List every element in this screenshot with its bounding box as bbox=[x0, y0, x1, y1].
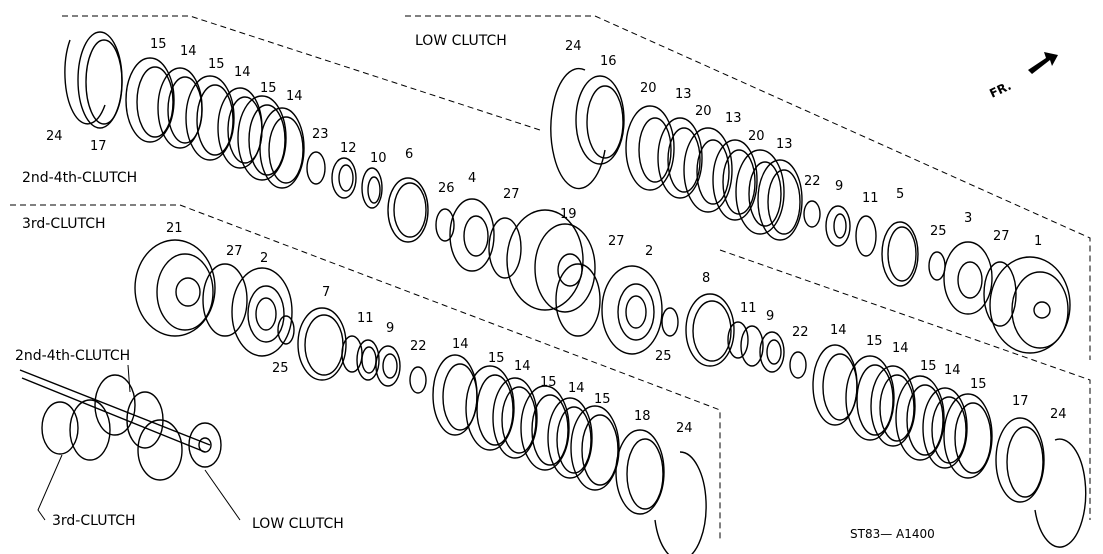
callout: 20 bbox=[748, 129, 765, 144]
callout: 14 bbox=[180, 44, 197, 59]
callout: 13 bbox=[725, 111, 742, 126]
callout: 20 bbox=[640, 81, 657, 96]
callout: 9 bbox=[835, 179, 843, 194]
callout: 14 bbox=[568, 381, 585, 396]
callout: 15 bbox=[866, 334, 883, 349]
shaft-assembly bbox=[19, 369, 222, 481]
assembly-low-label: LOW CLUTCH bbox=[252, 516, 344, 532]
callout: 6 bbox=[405, 147, 413, 162]
callout: 14 bbox=[234, 65, 251, 80]
callout: 11 bbox=[357, 311, 374, 326]
callout: 24 bbox=[565, 39, 582, 54]
callout: 20 bbox=[695, 104, 712, 119]
clutch-2nd-4th-parts bbox=[64, 31, 596, 313]
callout: 15 bbox=[920, 359, 937, 374]
direction-label: FR. bbox=[987, 79, 1013, 101]
callout: 9 bbox=[386, 321, 394, 336]
callout: 24 bbox=[1050, 407, 1067, 422]
callout: 27 bbox=[503, 187, 520, 202]
low-clutch-label: LOW CLUTCH bbox=[415, 33, 507, 49]
callout: 14 bbox=[830, 323, 847, 338]
callout: 24 bbox=[46, 129, 63, 144]
callout: 14 bbox=[452, 337, 469, 352]
callout: 17 bbox=[1012, 394, 1029, 409]
callout: 9 bbox=[766, 309, 774, 324]
callout: 8 bbox=[702, 271, 710, 286]
callout: 14 bbox=[514, 359, 531, 374]
low-clutch-parts bbox=[550, 67, 1071, 354]
reference-code: ST83— A1400 bbox=[850, 527, 935, 541]
callout: 11 bbox=[862, 191, 879, 206]
callout: 14 bbox=[892, 341, 909, 356]
clutch-2nd-4th-label: 2nd-4th-CLUTCH bbox=[22, 170, 137, 186]
callout: 25 bbox=[655, 349, 672, 364]
callout: 17 bbox=[90, 139, 107, 154]
assembly-2nd-4th-label: 2nd-4th-CLUTCH bbox=[15, 348, 130, 364]
callout: 15 bbox=[594, 392, 611, 407]
callout: 11 bbox=[740, 301, 757, 316]
callout: 2 bbox=[260, 251, 268, 266]
callout: 2 bbox=[645, 244, 653, 259]
middle-right-parts bbox=[555, 263, 1087, 548]
callout-numbers: 24 17 15 14 15 14 15 14 23 12 10 6 26 4 … bbox=[46, 37, 1067, 436]
callout: 22 bbox=[792, 325, 809, 340]
callout: 21 bbox=[166, 221, 183, 236]
callout: 16 bbox=[600, 54, 617, 69]
callout: 22 bbox=[410, 339, 427, 354]
callout: 10 bbox=[370, 151, 387, 166]
callout: 13 bbox=[776, 137, 793, 152]
callout: 4 bbox=[468, 171, 476, 186]
dashed-frame-lines bbox=[10, 15, 1091, 540]
callout: 19 bbox=[560, 207, 577, 222]
callout: 25 bbox=[272, 361, 289, 376]
callout: 26 bbox=[438, 181, 455, 196]
callout: 15 bbox=[970, 377, 987, 392]
callout: 27 bbox=[608, 234, 625, 249]
callout: 3 bbox=[964, 211, 972, 226]
callout: 27 bbox=[993, 229, 1010, 244]
clutch-3rd-label: 3rd-CLUTCH bbox=[22, 216, 106, 232]
callout: 14 bbox=[944, 363, 961, 378]
callout: 15 bbox=[208, 57, 225, 72]
callout: 12 bbox=[340, 141, 357, 156]
callout: 15 bbox=[150, 37, 167, 52]
callout: 23 bbox=[312, 127, 329, 142]
callout: 13 bbox=[675, 87, 692, 102]
callout: 27 bbox=[226, 244, 243, 259]
callout: 22 bbox=[804, 174, 821, 189]
callout: 1 bbox=[1034, 234, 1042, 249]
callout: 25 bbox=[930, 224, 947, 239]
leader-lines bbox=[37, 364, 241, 521]
callout: 7 bbox=[322, 285, 330, 300]
callout: 24 bbox=[676, 421, 693, 436]
callout: 18 bbox=[634, 409, 651, 424]
clutch-3rd-parts bbox=[134, 239, 707, 554]
front-direction-arrow-icon bbox=[1028, 52, 1058, 74]
callout: 15 bbox=[260, 81, 277, 96]
callout: 15 bbox=[540, 375, 557, 390]
callout: 15 bbox=[488, 351, 505, 366]
assembly-3rd-label: 3rd-CLUTCH bbox=[52, 513, 136, 529]
callout: 5 bbox=[896, 187, 904, 202]
callout: 14 bbox=[286, 89, 303, 104]
